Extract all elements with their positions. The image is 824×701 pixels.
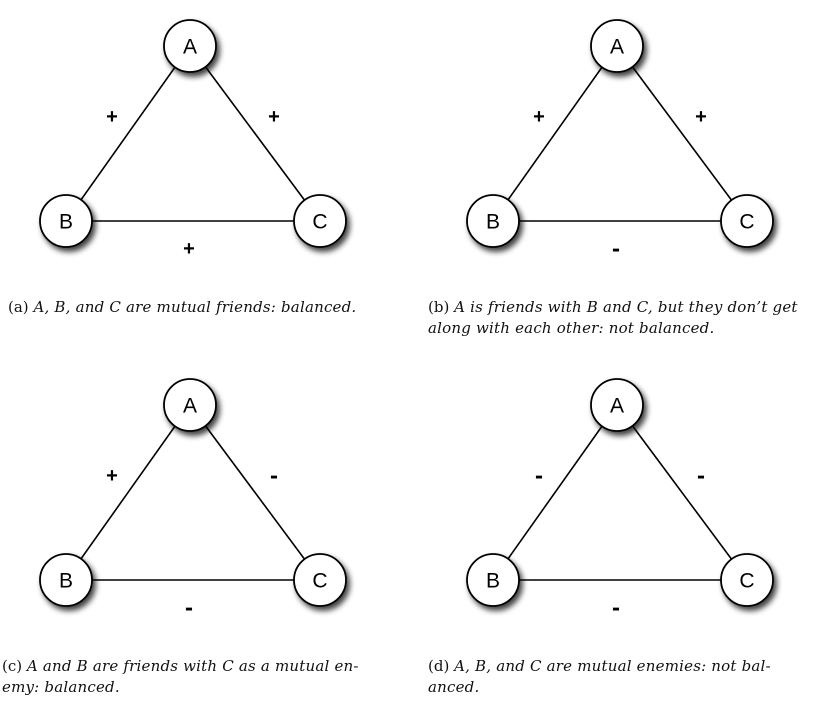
sign-ab: - bbox=[535, 463, 543, 490]
node-b: B bbox=[39, 553, 93, 607]
node-label: C bbox=[312, 570, 327, 593]
node-label: A bbox=[610, 395, 624, 418]
sign-ac: - bbox=[697, 463, 705, 490]
node-circle bbox=[466, 194, 520, 248]
node-c: C bbox=[293, 553, 347, 607]
panel-b: + + - A B C bbox=[466, 19, 774, 263]
node-label: B bbox=[59, 211, 73, 234]
edge-ac bbox=[616, 404, 748, 581]
node-a: A bbox=[163, 378, 217, 432]
node-circle bbox=[720, 194, 774, 248]
sign-bc: - bbox=[612, 236, 620, 263]
node-label: B bbox=[59, 570, 73, 593]
sign-ac: - bbox=[270, 463, 278, 490]
caption-b: (b) A is friends with B and C, but they … bbox=[428, 297, 820, 339]
node-b: B bbox=[466, 553, 520, 607]
edge-ac bbox=[189, 45, 321, 222]
panel-d: - - - A B C bbox=[466, 378, 774, 622]
caption-b-tag: (b) bbox=[428, 298, 450, 316]
caption-c: (c) A and B are friends with C as a mutu… bbox=[2, 656, 406, 698]
sign-ac: + bbox=[268, 106, 280, 128]
caption-d-tag: (d) bbox=[428, 657, 450, 675]
sign-bc: - bbox=[185, 595, 193, 622]
caption-a-text: A, B, and C are mutual friends: balanced… bbox=[33, 298, 357, 316]
node-c: C bbox=[720, 194, 774, 248]
node-label: B bbox=[486, 570, 500, 593]
edge-ab bbox=[492, 404, 618, 581]
caption-c-text-line2: emy: balanced. bbox=[2, 678, 120, 696]
node-label: C bbox=[739, 211, 754, 234]
caption-c-text-line1: A and B are friends with C as a mutual e… bbox=[26, 657, 359, 675]
edge-ac bbox=[616, 45, 748, 222]
sign-bc: + bbox=[183, 238, 195, 260]
node-a: A bbox=[590, 19, 644, 73]
sign-ac: + bbox=[695, 106, 707, 128]
edge-ab bbox=[65, 45, 191, 222]
node-b: B bbox=[39, 194, 93, 248]
caption-d-text-line1: A, B, and C are mutual enemies: not bal- bbox=[454, 657, 771, 675]
node-c: C bbox=[720, 553, 774, 607]
node-label: C bbox=[312, 211, 327, 234]
caption-d: (d) A, B, and C are mutual enemies: not … bbox=[428, 656, 820, 698]
node-circle bbox=[39, 553, 93, 607]
node-label: A bbox=[610, 36, 624, 59]
node-circle bbox=[590, 19, 644, 73]
panel-a: + + + A B C bbox=[39, 19, 347, 260]
node-circle bbox=[720, 553, 774, 607]
node-c: C bbox=[293, 194, 347, 248]
node-circle bbox=[466, 553, 520, 607]
node-label: A bbox=[183, 36, 197, 59]
node-a: A bbox=[163, 19, 217, 73]
sign-ab: + bbox=[533, 106, 545, 128]
edge-ac bbox=[189, 404, 321, 581]
node-label: A bbox=[183, 395, 197, 418]
sign-ab: + bbox=[106, 465, 118, 487]
node-a: A bbox=[590, 378, 644, 432]
node-circle bbox=[293, 553, 347, 607]
panel-c: + - - A B C bbox=[39, 378, 347, 622]
edge-ab bbox=[492, 45, 618, 222]
node-circle bbox=[293, 194, 347, 248]
node-circle bbox=[163, 19, 217, 73]
edge-ab bbox=[65, 404, 191, 581]
node-label: B bbox=[486, 211, 500, 234]
caption-c-tag: (c) bbox=[2, 657, 23, 675]
node-b: B bbox=[466, 194, 520, 248]
node-circle bbox=[163, 378, 217, 432]
sign-ab: + bbox=[106, 106, 118, 128]
sign-bc: - bbox=[612, 595, 620, 622]
node-circle bbox=[39, 194, 93, 248]
caption-a: (a) A, B, and C are mutual friends: bala… bbox=[8, 297, 408, 318]
caption-d-text-line2: anced. bbox=[428, 678, 480, 696]
caption-b-text-line2: along with each other: not balanced. bbox=[428, 319, 715, 337]
caption-b-text-line1: A is friends with B and C, but they don’… bbox=[454, 298, 798, 316]
node-circle bbox=[590, 378, 644, 432]
node-label: C bbox=[739, 570, 754, 593]
caption-a-tag: (a) bbox=[8, 298, 29, 316]
